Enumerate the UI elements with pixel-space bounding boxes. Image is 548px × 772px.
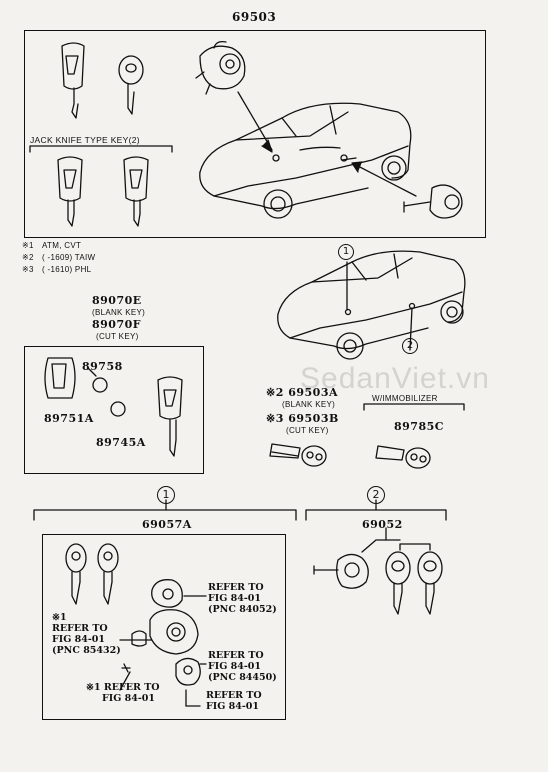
door-lock-cylinder <box>403 184 463 219</box>
group2-key-bracket <box>399 543 431 551</box>
ref-line: (PNC 85432) <box>52 645 121 656</box>
ref-line: ※1 <box>52 612 67 623</box>
leader-89758 <box>87 367 97 377</box>
part-number-69503a: ※2 69503A <box>266 386 339 399</box>
arrow-line-b <box>353 163 417 197</box>
ignition-lock-cylinder <box>195 40 246 95</box>
ref-line: (PNC 84450) <box>208 672 277 683</box>
part-number-89070f: 89070F <box>92 318 142 331</box>
remote-kit-box <box>24 346 204 474</box>
ref-line: FIG 84-01 <box>102 693 155 704</box>
arrow-line-a <box>237 91 273 151</box>
ref-pnc-85432: ※1 REFER TO FIG 84-01 (PNC 85432) <box>52 612 121 656</box>
part-number-69052: 69052 <box>362 518 403 531</box>
cut-key-desc-right: (CUT KEY) <box>286 426 329 435</box>
arrow-head-a <box>261 139 273 153</box>
part-number-89745a: 89745A <box>96 436 146 449</box>
part-number-89758: 89758 <box>82 360 123 373</box>
car-illustration-top <box>199 102 412 219</box>
cut-key-desc: (CUT KEY) <box>96 332 139 341</box>
jack-knife-key-left <box>57 156 83 227</box>
ref-line: REFER TO <box>206 690 262 701</box>
part-number-69057a: 69057A <box>142 518 192 531</box>
jack-knife-label: JACK KNIFE TYPE KEY(2) <box>30 135 140 145</box>
immobilizer-bracket <box>363 403 465 411</box>
ref-line: REFER TO <box>208 650 264 661</box>
note-2-mark: ※2 <box>22 253 34 262</box>
group2-circle-number: 2 <box>367 486 385 504</box>
note-1-text: ATM, CVT <box>42 241 82 250</box>
part-number-89785c: 89785C <box>394 420 445 433</box>
jack-knife-key-right <box>123 156 149 227</box>
ref-line: FIG 84-01 <box>206 701 259 712</box>
note-3-text: ( -1610) PHL <box>42 265 92 274</box>
arrow-head-b <box>351 161 363 173</box>
top-assembly-box <box>24 30 486 238</box>
ref-pnc-84052: REFER TO FIG 84-01 (PNC 84052) <box>208 582 277 615</box>
immobilizer-label: W/IMMOBILIZER <box>372 394 438 403</box>
car-callout-2: 2 <box>402 338 418 354</box>
remote-case-89751a <box>44 357 76 399</box>
ref-fig-84-01-b: REFER TO FIG 84-01 <box>206 690 262 712</box>
ref-fig-84-01-a: ※1 REFER TO FIG 84-01 <box>86 682 160 704</box>
ref-line: REFER TO <box>208 582 264 593</box>
group2-lock-cylinder <box>313 539 401 589</box>
ref-line: ※1 REFER TO <box>86 682 160 693</box>
watermark: SedanViet.vn <box>300 362 490 395</box>
blank-key-desc: (BLANK KEY) <box>92 308 146 317</box>
group1-circle-number: 1 <box>157 486 175 504</box>
key-head-top <box>118 55 144 115</box>
blank-key-desc-right: (BLANK KEY) <box>282 400 336 409</box>
group1-key-left <box>65 543 87 605</box>
part-number-89070e: 89070E <box>92 294 142 307</box>
group1-key-right <box>97 543 119 605</box>
battery-89758 <box>92 377 108 393</box>
part-number-69503b: ※3 69503B <box>266 412 339 425</box>
flip-key-89745a <box>157 376 183 457</box>
group1-box <box>42 534 286 720</box>
part-number-89751a: 89751A <box>44 412 94 425</box>
ref-line: (PNC 84052) <box>208 604 277 615</box>
button-89745a <box>110 401 126 417</box>
ref-pnc-84450: REFER TO FIG 84-01 (PNC 84450) <box>208 650 277 683</box>
ref-line: FIG 84-01 <box>52 634 105 645</box>
ref-line: FIG 84-01 <box>208 593 261 604</box>
car-illustration-middle <box>277 250 466 360</box>
note-3-mark: ※3 <box>22 265 34 274</box>
note-1-mark: ※1 <box>22 241 34 250</box>
flip-key-fob-top-left <box>61 42 85 119</box>
group1-lock-housing <box>119 579 207 707</box>
part-number-69503: 69503 <box>232 10 277 24</box>
ref-line: REFER TO <box>52 623 108 634</box>
note-2-text: ( -1609) TAIW <box>42 253 96 262</box>
car-callout-1: 1 <box>338 244 354 260</box>
ref-line: FIG 84-01 <box>208 661 261 672</box>
group1-bracket <box>33 509 297 521</box>
group2-key-right <box>417 551 443 615</box>
group2-key-left <box>385 551 411 615</box>
cut-key-69503 <box>269 443 327 467</box>
immobilizer-key-89785c <box>375 445 431 469</box>
